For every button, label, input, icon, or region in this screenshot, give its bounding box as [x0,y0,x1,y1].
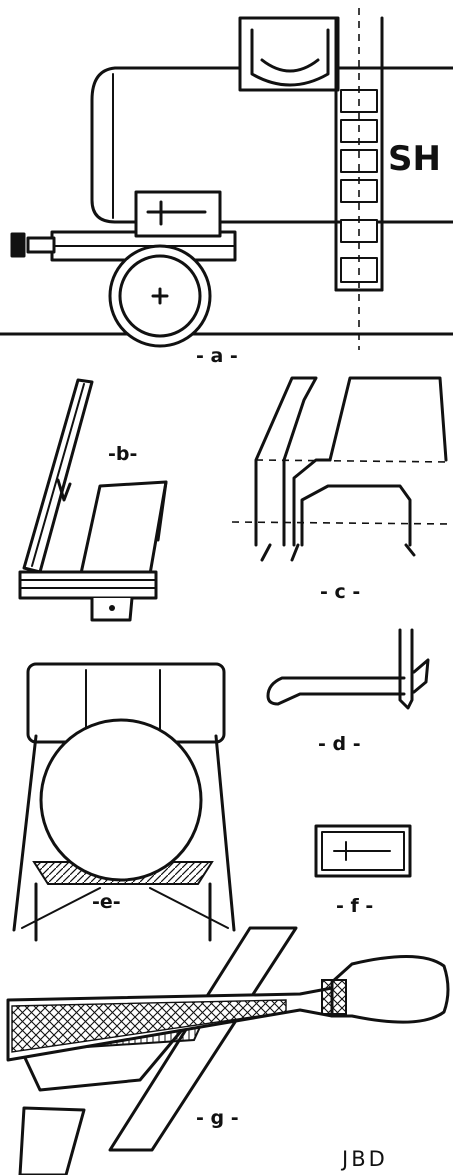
base-rail [18,570,158,600]
grab-iron-guide-upper [255,459,451,463]
file-teeth [11,999,287,1053]
label-f: - f - [336,895,373,917]
cradle-brace [149,887,229,929]
grab-iron-feet [260,543,416,562]
bracket-body [266,676,406,706]
flat-plate [78,480,168,580]
grab-iron-back-left [254,376,318,547]
figure-e-cradle: -e- [12,662,236,942]
raised-leaf-edge [31,383,85,567]
flat-plate-fold [156,480,168,542]
mounting-hole [109,605,115,611]
wheel-tread [118,254,202,338]
label-g: - g - [196,1107,239,1129]
workpiece-end [18,1106,86,1175]
figure-b-hinged-plate: -b- [18,378,168,622]
grab-iron-front [300,484,412,547]
dome-curve [260,58,320,73]
artist-signature: JBD [340,1147,388,1171]
figure-g-file-tool: - g - [6,926,450,1175]
label-e: -e- [92,891,121,913]
car-lettering: SH [388,139,441,179]
label-b: -b- [108,443,137,465]
label-c: - c - [320,581,360,603]
placard-box [134,190,222,238]
placard-inner [321,831,405,871]
cradle-leg-right [214,734,236,932]
dome-saddle [250,28,330,87]
figure-f-placard: - f - [314,824,412,917]
hinge-clip [56,478,72,502]
file-ferrule [321,979,347,1015]
figure-d-bracket: - d - [266,628,430,755]
grab-iron-mid [292,458,332,547]
workpiece-bar-back [108,926,298,1152]
tank-cross-section [39,718,203,882]
figure-a-tank-car: SH - a - [0,8,453,367]
bracket-post [398,628,414,710]
grab-iron-guide-lower [231,521,451,525]
coupler-head [10,232,26,258]
grab-iron-back-top [328,376,448,462]
coupler-shank [26,236,56,254]
bracket-clip [412,658,430,694]
figure-c-grab-irons: - c - [231,376,451,603]
cradle-brace [21,887,101,929]
ladder-rung [340,149,378,173]
label-a: - a - [196,345,238,367]
file-handle [330,955,450,1024]
label-d: - d - [318,733,361,755]
dome-platform [238,16,340,92]
cradle-leg-left [12,734,38,932]
